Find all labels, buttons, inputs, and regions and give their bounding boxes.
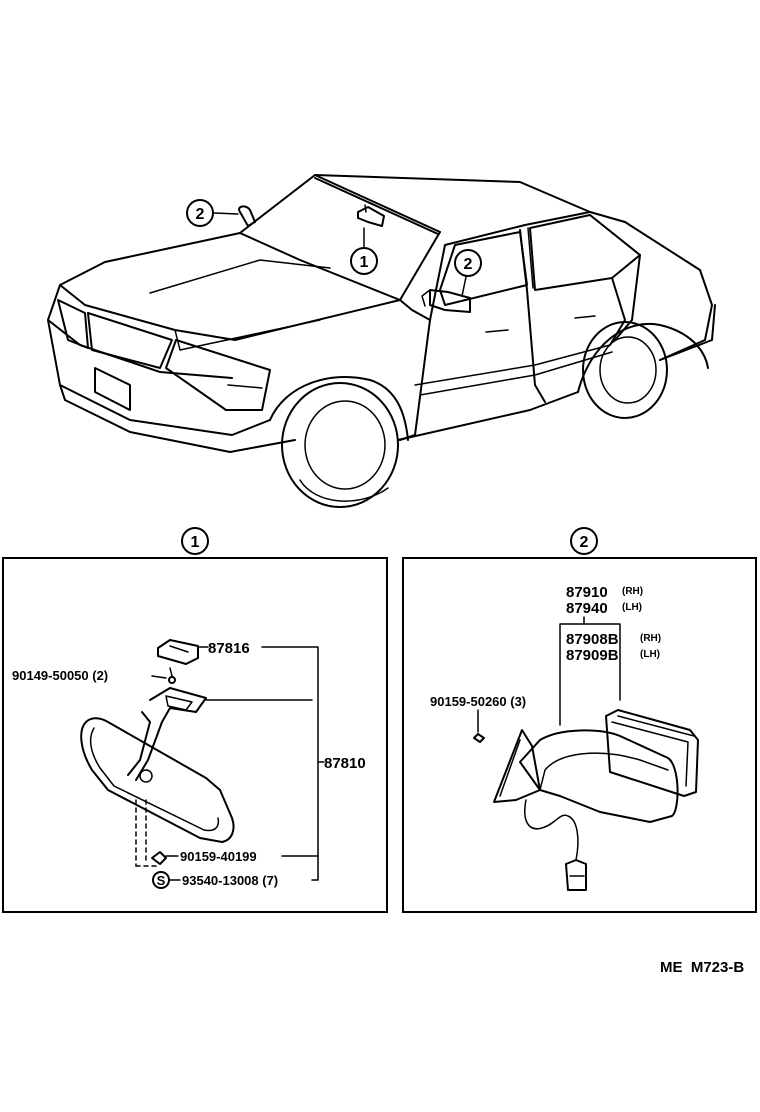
part-87940: 87940	[566, 600, 608, 617]
connector-part	[565, 859, 587, 891]
section-2-frame	[402, 557, 757, 913]
part-87810: 87810	[324, 755, 366, 772]
callout-2-label-a: 2	[196, 206, 205, 223]
callout-1-label-a: 1	[360, 254, 369, 271]
rearview-mirror-part	[80, 717, 235, 843]
bracket-part	[157, 639, 199, 665]
callout-1-rearview	[350, 247, 378, 275]
part-87816: 87816	[208, 640, 250, 657]
callout-2-mirror-left	[186, 199, 214, 227]
part-87910-side: (RH)	[622, 586, 643, 597]
section-1-callout	[181, 527, 209, 555]
callout-2-mirror-right	[454, 249, 482, 277]
section-2-callout-label: 2	[580, 534, 589, 551]
mirror-glass-part	[605, 709, 699, 797]
s-marker	[152, 871, 170, 889]
screw-mid-part	[151, 851, 167, 865]
callout-2-label-b: 2	[464, 256, 473, 273]
car-illustration: 2 1 2	[47, 174, 716, 508]
part-90159-50260: 90159-50260 (3)	[430, 694, 526, 709]
s-marker-label: S	[157, 873, 166, 888]
diagram-code: ME M723-B	[660, 959, 744, 976]
section-1-callout-label: 1	[191, 534, 200, 551]
mirror-housing-part	[519, 729, 679, 823]
screw-part	[473, 733, 485, 743]
section-2-callout	[570, 527, 598, 555]
part-87909B: 87909B	[566, 647, 619, 664]
part-87940-side: (LH)	[622, 602, 642, 613]
part-93540-13008: 93540-13008 (7)	[182, 873, 278, 888]
part-87908B-side: (RH)	[640, 633, 661, 644]
part-87910: 87910	[566, 584, 608, 601]
screw-top-part	[168, 676, 176, 684]
part-90149-50050: 90149-50050 (2)	[12, 668, 108, 683]
part-90159-40199: 90159-40199	[180, 849, 257, 864]
mirror-base-part	[493, 729, 541, 803]
part-87909B-side: (LH)	[640, 649, 660, 660]
section-1-frame	[2, 557, 388, 913]
section-1-inner-mirror: 1 87816 90149-50050 (2) 87810 90159-4	[2, 527, 388, 913]
part-87908B: 87908B	[566, 631, 619, 648]
section-2-outer-mirror: 2 87910 (RH) 87940 (LH) 87908B (RH) 8790…	[402, 527, 757, 913]
